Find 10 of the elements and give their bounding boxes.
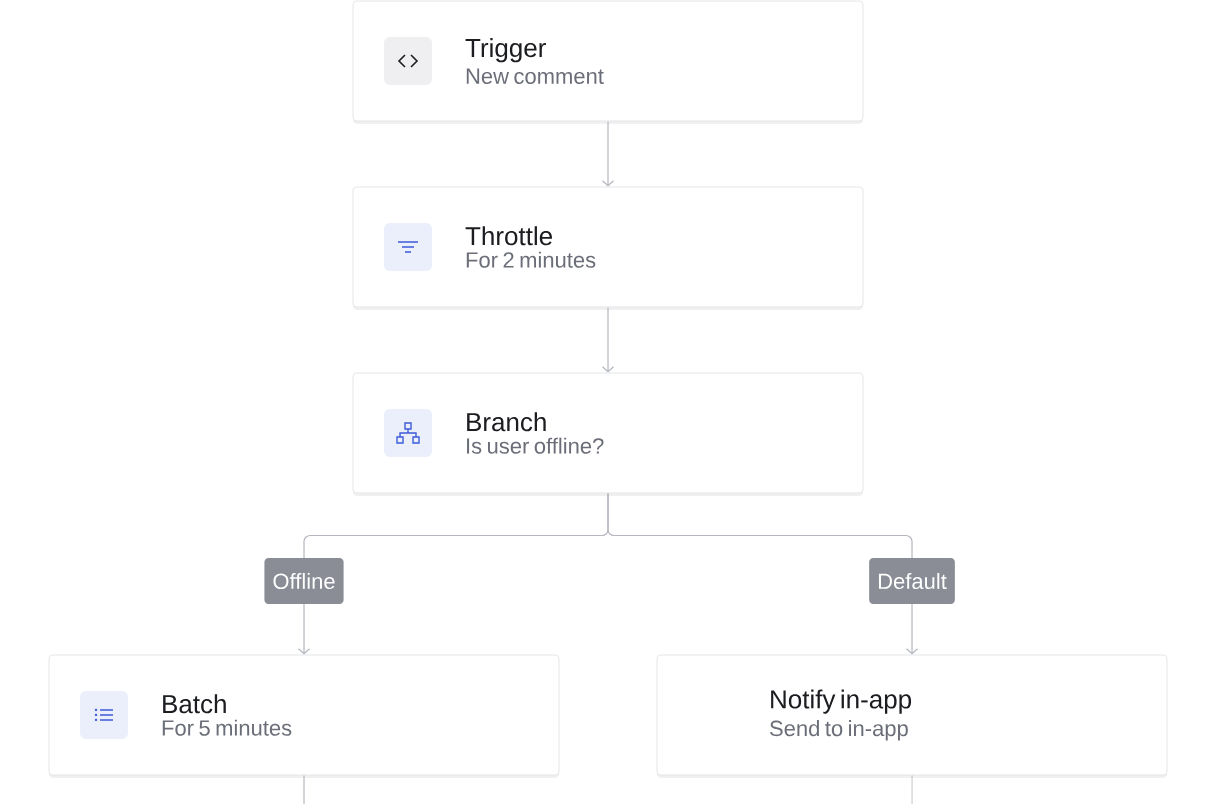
edge-label: Default [869,558,955,604]
arrow [601,120,615,187]
step-card: Batch For 5 minutes [48,654,560,776]
arrow [601,306,615,373]
step-card: Notify in-app Send to in-app [656,654,1168,776]
edge-label: Offline [264,558,344,604]
step-card: Branch Is user offline? [352,372,864,494]
step-card: Throttle For 2 minutes [352,186,864,308]
step-card: Trigger New comment [352,0,864,122]
arrow [607,492,919,655]
